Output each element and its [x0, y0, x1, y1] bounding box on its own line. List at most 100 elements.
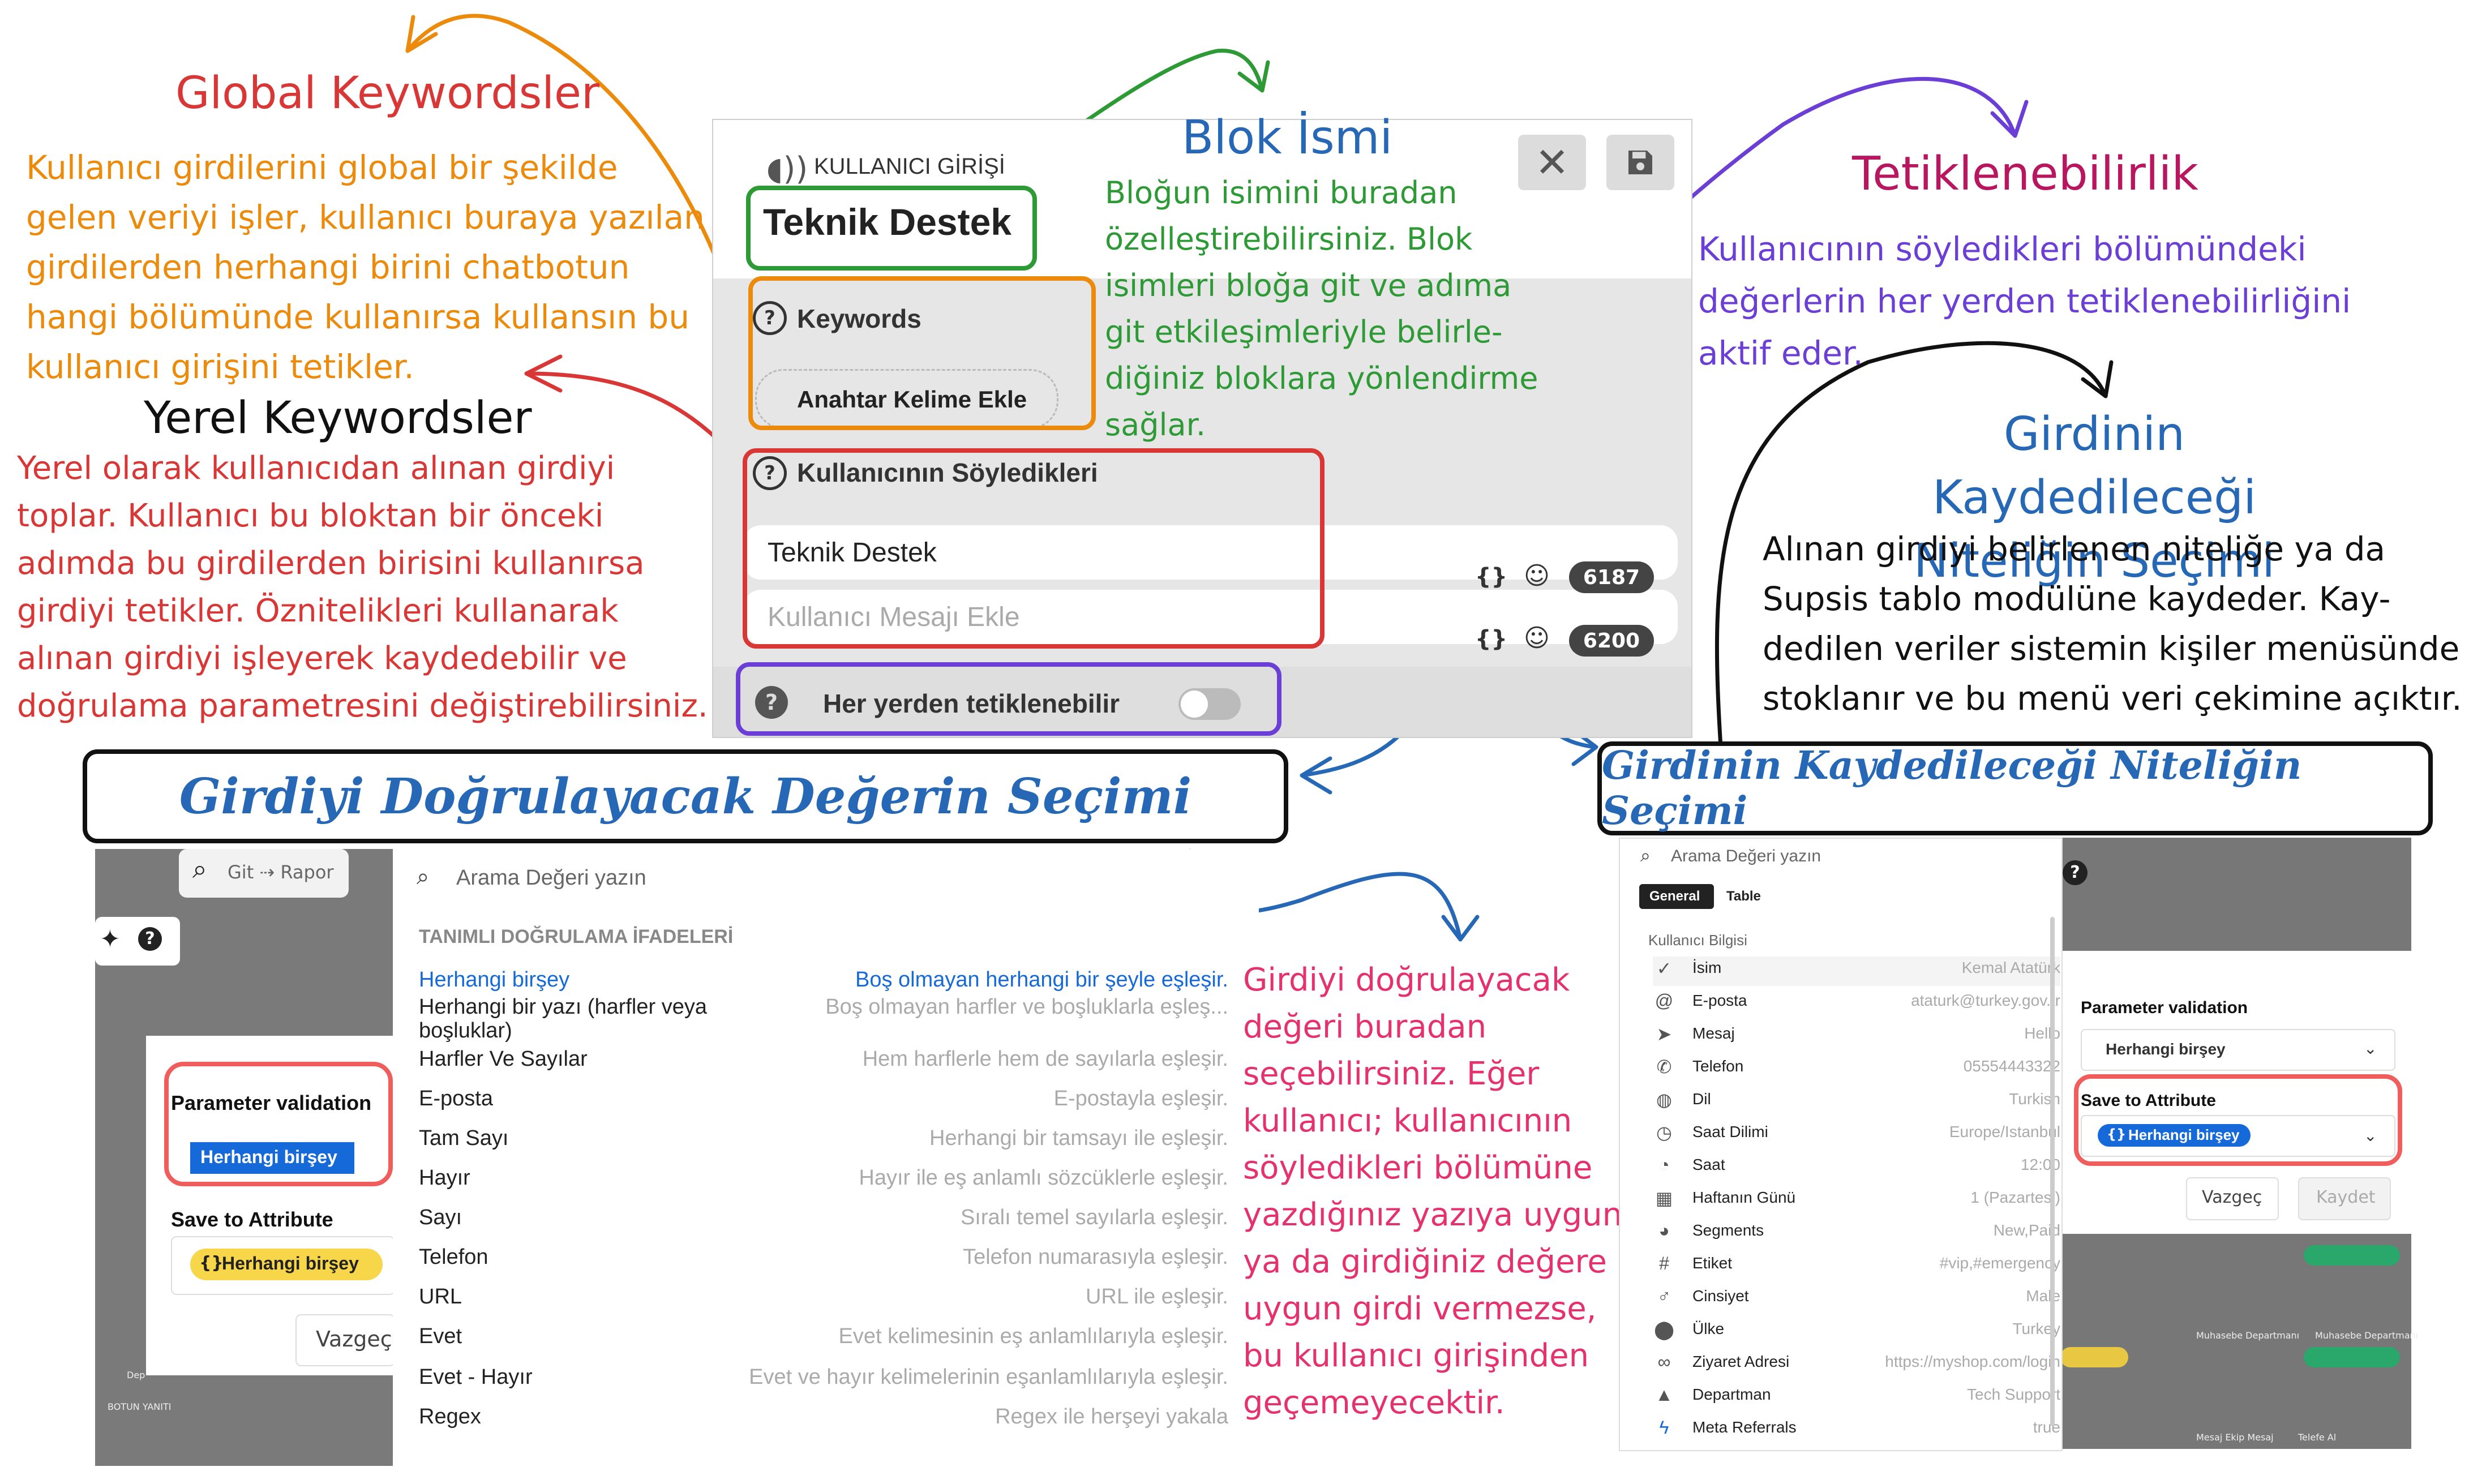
- validation-option[interactable]: Telefon Telefon numarasıyla eşleşir.: [419, 1245, 1228, 1284]
- help-icon[interactable]: ?: [753, 456, 787, 490]
- attr-name: Mesaj: [1692, 1024, 1735, 1042]
- attr-value: Europe/Istanbul: [1949, 1123, 2060, 1140]
- block-name-title: Blok İsmi: [1182, 111, 1393, 165]
- validation-section-header: TANIMLI DOĞRULAMA İFADELERİ: [419, 926, 734, 947]
- param-validation-label: Parameter validation: [2081, 998, 2248, 1017]
- timer-icon: ◔: [1658, 1155, 1670, 1175]
- help-icon[interactable]: ?: [138, 927, 162, 951]
- text-line: Supsis tablo modülüne kaydeder. Kay-: [1763, 580, 2391, 618]
- calendar-icon: ▦: [1655, 1188, 1673, 1208]
- text-line: gelen veriyi işler, kullanıcı buraya yaz…: [26, 198, 705, 237]
- help-icon[interactable]: ?: [755, 686, 788, 719]
- block-name-highlight: [746, 186, 1037, 271]
- text-line: doğrulama parametresini değiştirebilirsi…: [17, 688, 708, 724]
- user-input-block-panel: ◖)) KULLANICI GİRİŞİ ✕ Teknik Destek ? K…: [712, 119, 1692, 738]
- validation-option[interactable]: Regex Regex ile herşeyi yakala: [419, 1405, 1228, 1443]
- text-line: git etkileşimleriyle belirle-: [1105, 314, 1503, 350]
- validation-option[interactable]: Hayır Hayır ile eş anlamlı sözcüklerle e…: [419, 1166, 1228, 1204]
- save-attribute-title: Girdinin Kaydedileceği Niteliğin Seçimi: [1862, 403, 2326, 593]
- scrollbar[interactable]: [2050, 917, 2055, 1426]
- flow-node-badge: [2304, 1245, 2400, 1266]
- text-line: sağlar.: [1105, 407, 1206, 443]
- validation-option[interactable]: Harfler Ve Sayılar Hem harflerle hem de …: [419, 1047, 1228, 1086]
- bolt-icon: ϟ: [1659, 1417, 1669, 1438]
- tab-general[interactable]: [1639, 884, 1714, 909]
- text-line: geçemeyecektir.: [1243, 1384, 1505, 1421]
- cancel-button[interactable]: [295, 1314, 395, 1366]
- text-line: ya da girdiğiniz değere: [1243, 1243, 1607, 1280]
- trigger-anywhere-toggle[interactable]: [1178, 688, 1241, 720]
- flow-search-bar[interactable]: [179, 849, 349, 898]
- validation-option[interactable]: Herhangi birşey Boş olmayan herhangi bir…: [419, 968, 1228, 1006]
- validation-option[interactable]: E-posta E-postayla eşleşir.: [419, 1087, 1228, 1125]
- validation-option[interactable]: Evet - Hayır Evet ve hayır kelimelerinin…: [419, 1365, 1228, 1404]
- text-line: isimleri bloğa git ve adıma: [1105, 268, 1512, 303]
- validation-option[interactable]: Tam Sayı Herhangi bir tamsayı ile eşleşi…: [419, 1126, 1228, 1165]
- option-desc: Telefon numarasıyla eşleşir.: [963, 1245, 1228, 1269]
- save-block-button[interactable]: [1606, 135, 1674, 190]
- send-icon: ➤: [1656, 1024, 1672, 1044]
- tab-table[interactable]: Table: [1726, 889, 1761, 904]
- emoji-icon[interactable]: ☺: [1524, 624, 1550, 653]
- sparkle-icon[interactable]: ✦: [100, 925, 121, 954]
- param-validation-value: Herhangi birşey: [2106, 1040, 2226, 1058]
- user-says-input[interactable]: Teknik Destek: [744, 525, 1678, 580]
- emoji-icon[interactable]: ☺: [1524, 561, 1550, 590]
- validation-option[interactable]: Sayı Sıralı temel sayılarla eşleşir.: [419, 1206, 1228, 1244]
- attr-name: E-posta: [1692, 992, 1747, 1009]
- attr-name: Departman: [1692, 1386, 1771, 1403]
- option-name: URL: [419, 1285, 462, 1309]
- validation-option[interactable]: Evet Evet kelimesinin eş anlamlılarıyla …: [419, 1324, 1228, 1363]
- global-keywords-title: Global Keywordsler: [175, 68, 600, 119]
- param-validation-select[interactable]: [190, 1142, 354, 1174]
- validation-option[interactable]: Herhangi bir yazı (harfler veya boşlukla…: [419, 995, 1228, 1046]
- block-name[interactable]: Teknik Destek: [763, 201, 1011, 243]
- text-line: stoklanır ve bu menü veri çekimine açıkt…: [1763, 679, 2462, 718]
- validation-option[interactable]: URL URL ile eşleşir.: [419, 1285, 1228, 1323]
- help-icon[interactable]: ?: [2063, 860, 2088, 885]
- option-desc: Herhangi bir tamsayı ile eşleşir.: [929, 1126, 1228, 1150]
- user-message-input[interactable]: Kullanıcı Mesajı Ekle: [744, 590, 1678, 644]
- attribute-search-input[interactable]: Arama Değeri yazın: [1671, 847, 1821, 865]
- attribute-option[interactable]: #Etiket#vip,#emergency: [1653, 1252, 2060, 1281]
- variable-icon[interactable]: {}: [1475, 626, 1507, 652]
- param-validation-select[interactable]: [2081, 1029, 2395, 1071]
- attr-value: 1 (Pazartesi): [1970, 1189, 2060, 1206]
- attr-name: Meta Referrals: [1692, 1418, 1797, 1436]
- char-count-badge: 6187: [1569, 561, 1654, 593]
- cancel-button[interactable]: [2186, 1177, 2279, 1220]
- text-line: yazdığınız yazıya uygun: [1243, 1196, 1623, 1233]
- building-icon: ▲: [1655, 1384, 1673, 1405]
- text-line: toplar. Kullanıcı bu bloktan bir önceki: [17, 497, 604, 534]
- attr-name: Saat: [1692, 1156, 1725, 1173]
- variable-icon[interactable]: {}: [1475, 564, 1507, 590]
- option-desc: Evet ve hayır kelimelerinin eşanlamlılar…: [749, 1365, 1228, 1389]
- close-button[interactable]: ✕: [1518, 135, 1586, 190]
- user-voice-icon: ◖)): [766, 151, 808, 187]
- validation-list: Herhangi birşey Boş olmayan herhangi bir…: [393, 962, 1259, 1449]
- text-line: seçebilirsiniz. Eğer: [1243, 1056, 1540, 1092]
- attr-value: #vip,#emergency: [1939, 1254, 2060, 1272]
- text-line: Niteliğin Seçimi: [1913, 534, 2275, 588]
- validation-search-input[interactable]: Arama Değeri yazın: [456, 866, 646, 890]
- attr-name: Dil: [1692, 1090, 1711, 1108]
- help-icon[interactable]: ?: [753, 301, 787, 335]
- text-line: değerlerin her yerden tetiklenebilirliği…: [1698, 282, 2351, 320]
- save-button[interactable]: [2298, 1177, 2391, 1220]
- cancel-button-label: Vazgeç: [316, 1327, 392, 1352]
